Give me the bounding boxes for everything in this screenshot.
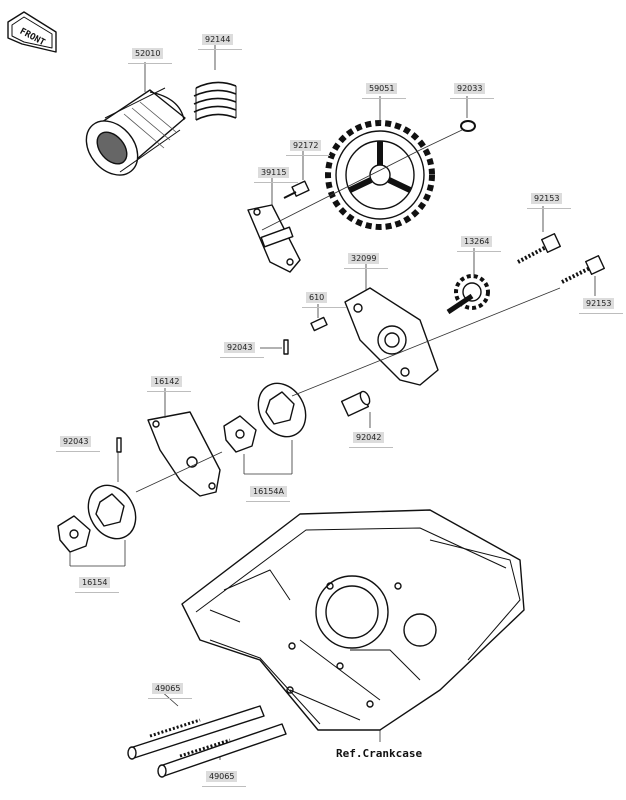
small-gear-icon	[446, 274, 490, 315]
part-label-92153b: 92153	[583, 298, 615, 309]
part-label-underline	[75, 592, 119, 593]
part-label-92033: 92033	[454, 83, 486, 94]
spring-icon	[193, 81, 237, 121]
part-label-underline	[302, 307, 346, 308]
part-label-underline	[147, 391, 191, 392]
outer-rotor-lower-icon	[87, 484, 137, 540]
long-bolt-lower-icon	[561, 254, 606, 284]
part-label-52010: 52010	[132, 48, 164, 59]
crankcase-reference-label: Ref.Crankcase	[336, 747, 423, 760]
part-label-32099: 32099	[348, 253, 380, 264]
part-label-610: 610	[306, 292, 328, 303]
part-label-underline	[246, 501, 290, 502]
part-label-underline	[527, 208, 571, 209]
part-label-49065a: 49065	[152, 683, 184, 694]
part-label-underline	[56, 451, 100, 452]
part-label-92043a: 92043	[224, 342, 256, 353]
pin-92043-upper-icon	[283, 339, 289, 355]
part-label-underline	[286, 155, 330, 156]
circlip-icon	[460, 120, 476, 132]
part-label-92043b: 92043	[60, 436, 92, 447]
part-label-underline	[198, 49, 242, 50]
part-label-16154: 16154	[79, 577, 111, 588]
part-label-underline	[344, 268, 388, 269]
part-label-underline	[457, 251, 501, 252]
inner-rotor-lower-icon	[57, 515, 91, 553]
bolt-92172-icon	[283, 180, 310, 199]
part-label-39115: 39115	[258, 167, 290, 178]
part-label-92153a: 92153	[531, 193, 563, 204]
cover-plate-icon	[147, 411, 221, 497]
part-label-underline	[202, 786, 246, 787]
part-label-49065b: 49065	[206, 771, 238, 782]
inner-rotor-upper-icon	[223, 415, 257, 453]
part-label-92172: 92172	[290, 140, 322, 151]
collar-92042-icon	[340, 390, 371, 417]
part-label-16154A: 16154A	[250, 486, 287, 497]
part-label-underline	[128, 63, 172, 64]
part-label-underline	[579, 313, 623, 314]
part-label-underline	[349, 447, 393, 448]
sprocket-gear-icon	[325, 120, 435, 230]
part-label-underline	[148, 698, 192, 699]
pin-92043-lower-icon	[116, 437, 122, 453]
shaft-upper-icon	[127, 705, 265, 760]
oil-filter-icon	[85, 87, 186, 176]
dowel-pin-610-icon	[310, 316, 328, 332]
shaft-lower-icon	[157, 723, 287, 778]
front-badge-icon: FRONT	[7, 11, 57, 53]
part-label-16142: 16142	[151, 376, 183, 387]
outer-rotor-upper-icon	[257, 382, 307, 438]
long-bolt-upper-icon	[517, 232, 562, 264]
part-label-92144: 92144	[202, 34, 234, 45]
part-label-13264: 13264	[461, 236, 493, 247]
part-label-underline	[254, 182, 298, 183]
part-label-underline	[220, 357, 264, 358]
shaft-plate-icon	[247, 204, 301, 273]
crankcase-icon	[181, 509, 525, 731]
part-label-92042: 92042	[353, 432, 385, 443]
oil-pump-body-icon	[344, 287, 439, 386]
part-label-59051: 59051	[366, 83, 398, 94]
part-label-underline	[450, 98, 494, 99]
part-label-underline	[362, 98, 406, 99]
